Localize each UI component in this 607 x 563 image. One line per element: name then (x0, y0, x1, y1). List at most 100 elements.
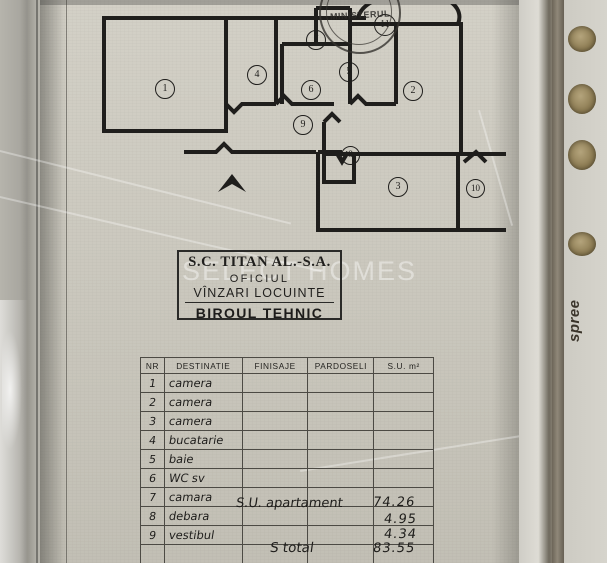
room-marker-layer: 1 4 6 5 7 11 2 9 8 3 10 (66, 4, 506, 234)
stamp-divider (185, 302, 334, 303)
table-row: 5 baie (140, 449, 434, 469)
cell-destinatie-text: camara (167, 490, 214, 504)
room-marker-6: 6 (301, 80, 321, 100)
cell-nr-text: 8 (147, 510, 157, 523)
cell-nr: 5 (140, 449, 165, 469)
cell-su (373, 449, 434, 469)
table-row: 8 debara (140, 506, 434, 526)
cell-finisaje (241, 449, 309, 469)
cell-nr: 2 (140, 392, 165, 412)
table-row: 4 bucatarie (140, 430, 434, 450)
cell-nr-text: 5 (147, 453, 157, 466)
cell-destinatie-text: baie (167, 452, 195, 466)
paper-shadow-left (40, 0, 66, 563)
col-header-finisaje: FINISAJE (241, 357, 309, 374)
cell-destinatie-text: WC sv (167, 471, 206, 485)
cell-nr-text: 9 (147, 529, 157, 542)
cell-su (373, 392, 434, 412)
room-marker-10: 10 (466, 179, 485, 198)
stamp-department: VÎNZARI LOCUINTE (193, 286, 326, 300)
cell-destinatie: camara (163, 487, 243, 507)
room-marker-8: 8 (341, 146, 360, 165)
paper-top-edge (40, 0, 526, 5)
cell-destinatie: camera (163, 392, 243, 412)
paper-margin-rule (66, 0, 67, 563)
cell-destinatie-text: vestibul (167, 528, 216, 542)
col-header-destinatie: DESTINATIE (163, 357, 243, 374)
cell-pardoseli (307, 506, 375, 526)
cell-finisaje (241, 392, 309, 412)
col-header-nr: NR (140, 357, 165, 374)
cell-pardoseli (307, 525, 375, 545)
floor-plan-drawing: 1 4 6 5 7 11 2 9 8 3 10 MINISTERUL (66, 0, 506, 234)
cell-destinatie: camera (163, 411, 243, 431)
punch-hole (568, 84, 596, 114)
cell-destinatie (163, 544, 243, 563)
table-row (140, 544, 434, 563)
cell-pardoseli (307, 430, 375, 450)
cell-su (373, 525, 434, 545)
cell-finisaje (241, 487, 309, 507)
cell-destinatie-text: debara (167, 509, 211, 523)
cell-destinatie-text: camera (167, 414, 214, 428)
room-marker-2: 2 (403, 81, 423, 101)
cell-nr-text: 2 (147, 396, 157, 409)
table-row: 1 camera (140, 373, 434, 393)
room-marker-5: 5 (339, 62, 359, 82)
cell-pardoseli (307, 411, 375, 431)
company-stamp: S.C. TITAN AL.-S.A. OFICIUL VÎNZARI LOCU… (177, 250, 342, 321)
cell-nr (140, 544, 165, 563)
cell-nr-text: 6 (147, 472, 157, 485)
room-schedule-table: NR DESTINATIE FINISAJE PARDOSELI S.U. m²… (140, 357, 434, 563)
room-marker-9: 9 (293, 115, 313, 135)
cell-pardoseli (307, 468, 375, 488)
cell-finisaje (241, 430, 309, 450)
cell-finisaje (241, 411, 309, 431)
cell-finisaje (241, 373, 309, 393)
cell-nr: 9 (140, 525, 165, 545)
table-header-row: NR DESTINATIE FINISAJE PARDOSELI S.U. m² (140, 357, 434, 374)
cell-nr-text: 3 (147, 415, 157, 428)
punch-hole (568, 140, 596, 170)
cell-nr: 7 (140, 487, 165, 507)
table-row: 9 vestibul (140, 525, 434, 545)
stamp-company-name: S.C. TITAN AL.-S.A. (188, 254, 331, 270)
cell-destinatie: debara (163, 506, 243, 526)
cell-nr-text: 1 (147, 377, 157, 390)
cell-su (373, 487, 434, 507)
cell-su (373, 544, 434, 563)
table-row: 6 WC sv (140, 468, 434, 488)
cell-nr-text: 4 (147, 434, 157, 447)
north-arrow-icon (218, 174, 246, 192)
cell-nr: 8 (140, 506, 165, 526)
cell-su (373, 430, 434, 450)
cell-finisaje (241, 544, 309, 563)
cell-su (373, 411, 434, 431)
cell-pardoseli (307, 449, 375, 469)
sleeve-brand-label: spree (566, 299, 583, 342)
room-marker-1: 1 (155, 79, 175, 99)
punch-hole (568, 232, 596, 256)
room-marker-3: 3 (388, 177, 408, 197)
table-row: 2 camera (140, 392, 434, 412)
cell-nr: 6 (140, 468, 165, 488)
cell-nr: 4 (140, 430, 165, 450)
cell-destinatie-text: camera (167, 376, 214, 390)
cell-su (373, 373, 434, 393)
cell-destinatie: baie (163, 449, 243, 469)
room-marker-7: 7 (306, 30, 326, 50)
cell-nr: 1 (140, 373, 165, 393)
cell-pardoseli (307, 373, 375, 393)
punch-hole (568, 26, 596, 52)
room-marker-4: 4 (247, 65, 267, 85)
cell-nr: 3 (140, 411, 165, 431)
cell-destinatie-text: camera (167, 395, 214, 409)
cell-destinatie-text: bucatarie (167, 433, 225, 447)
cell-destinatie: camera (163, 373, 243, 393)
sleeve-left-glare-spot (2, 330, 22, 450)
cell-destinatie: bucatarie (163, 430, 243, 450)
cell-pardoseli (307, 392, 375, 412)
cell-su (373, 506, 434, 526)
